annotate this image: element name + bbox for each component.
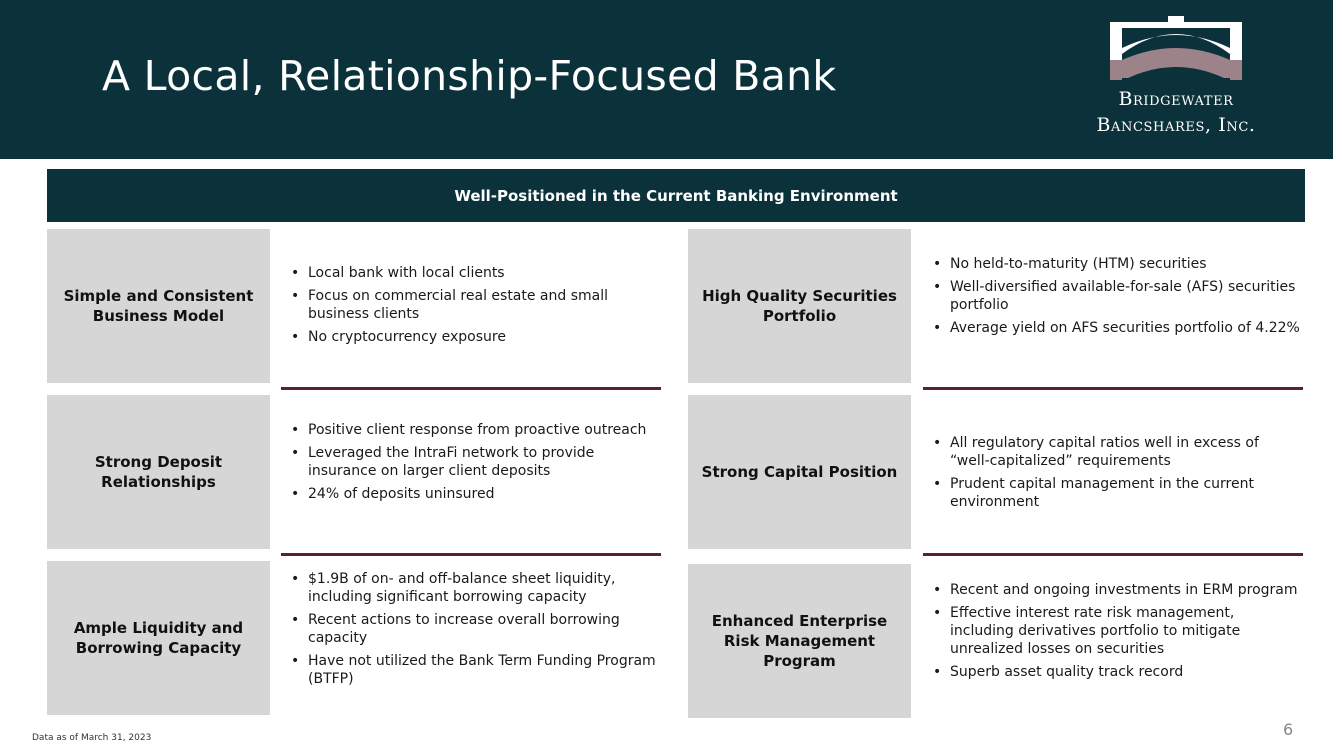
list-item: Effective interest rate risk management,… xyxy=(930,604,1302,658)
section-divider xyxy=(281,553,661,556)
company-logo: Bridgewater Bancshares, Inc. xyxy=(1048,16,1304,142)
list-item: No held-to-maturity (HTM) securities xyxy=(930,255,1302,273)
list-item: Focus on commercial real estate and smal… xyxy=(288,287,660,323)
bullet-list-capital-position: All regulatory capital ratios well in ex… xyxy=(930,434,1302,511)
label-business-model: Simple and Consistent Business Model xyxy=(47,229,270,383)
list-item: Average yield on AFS securities portfoli… xyxy=(930,319,1302,337)
footnote: Data as of March 31, 2023 xyxy=(32,733,152,743)
label-deposit-relationships: Strong Deposit Relationships xyxy=(47,395,270,549)
list-item: Local bank with local clients xyxy=(288,264,660,282)
list-item: 24% of deposits uninsured xyxy=(288,485,660,503)
list-item: Superb asset quality track record xyxy=(930,663,1302,681)
bullet-list-business-model: Local bank with local clients Focus on c… xyxy=(288,264,660,346)
list-item: Positive client response from proactive … xyxy=(288,421,660,439)
list-item: Prudent capital management in the curren… xyxy=(930,475,1302,511)
bridge-arch-icon xyxy=(1110,16,1242,80)
logo-name-line2: Bancshares, Inc. xyxy=(1096,114,1256,136)
logo-name-line1: Bridgewater xyxy=(1118,88,1234,110)
list-item: Recent actions to increase overall borro… xyxy=(288,611,660,647)
list-item: Recent and ongoing investments in ERM pr… xyxy=(930,581,1302,599)
list-item: All regulatory capital ratios well in ex… xyxy=(930,434,1302,470)
section-divider xyxy=(923,553,1303,556)
list-item: Leveraged the IntraFi network to provide… xyxy=(288,444,660,480)
section-divider xyxy=(923,387,1303,390)
label-capital-position: Strong Capital Position xyxy=(688,395,911,549)
bullet-list-securities-portfolio: No held-to-maturity (HTM) securities Wel… xyxy=(930,255,1302,337)
list-item: $1.9B of on- and off-balance sheet liqui… xyxy=(288,570,660,606)
page-title: A Local, Relationship-Focused Bank xyxy=(102,52,837,100)
bullet-list-deposit-relationships: Positive client response from proactive … xyxy=(288,421,660,503)
label-liquidity-borrowing: Ample Liquidity and Borrowing Capacity xyxy=(47,561,270,715)
list-item: Well-diversified available-for-sale (AFS… xyxy=(930,278,1302,314)
section-banner: Well-Positioned in the Current Banking E… xyxy=(47,169,1305,222)
label-enterprise-risk: Enhanced Enterprise Risk Management Prog… xyxy=(688,564,911,718)
list-item: No cryptocurrency exposure xyxy=(288,328,660,346)
header-bar: A Local, Relationship-Focused Bank Bridg… xyxy=(0,0,1333,159)
section-divider xyxy=(281,387,661,390)
label-securities-portfolio: High Quality Securities Portfolio xyxy=(688,229,911,383)
bullet-list-enterprise-risk: Recent and ongoing investments in ERM pr… xyxy=(930,581,1302,681)
page-number: 6 xyxy=(1283,720,1294,739)
list-item: Have not utilized the Bank Term Funding … xyxy=(288,652,660,688)
bullet-list-liquidity-borrowing: $1.9B of on- and off-balance sheet liqui… xyxy=(288,570,660,688)
